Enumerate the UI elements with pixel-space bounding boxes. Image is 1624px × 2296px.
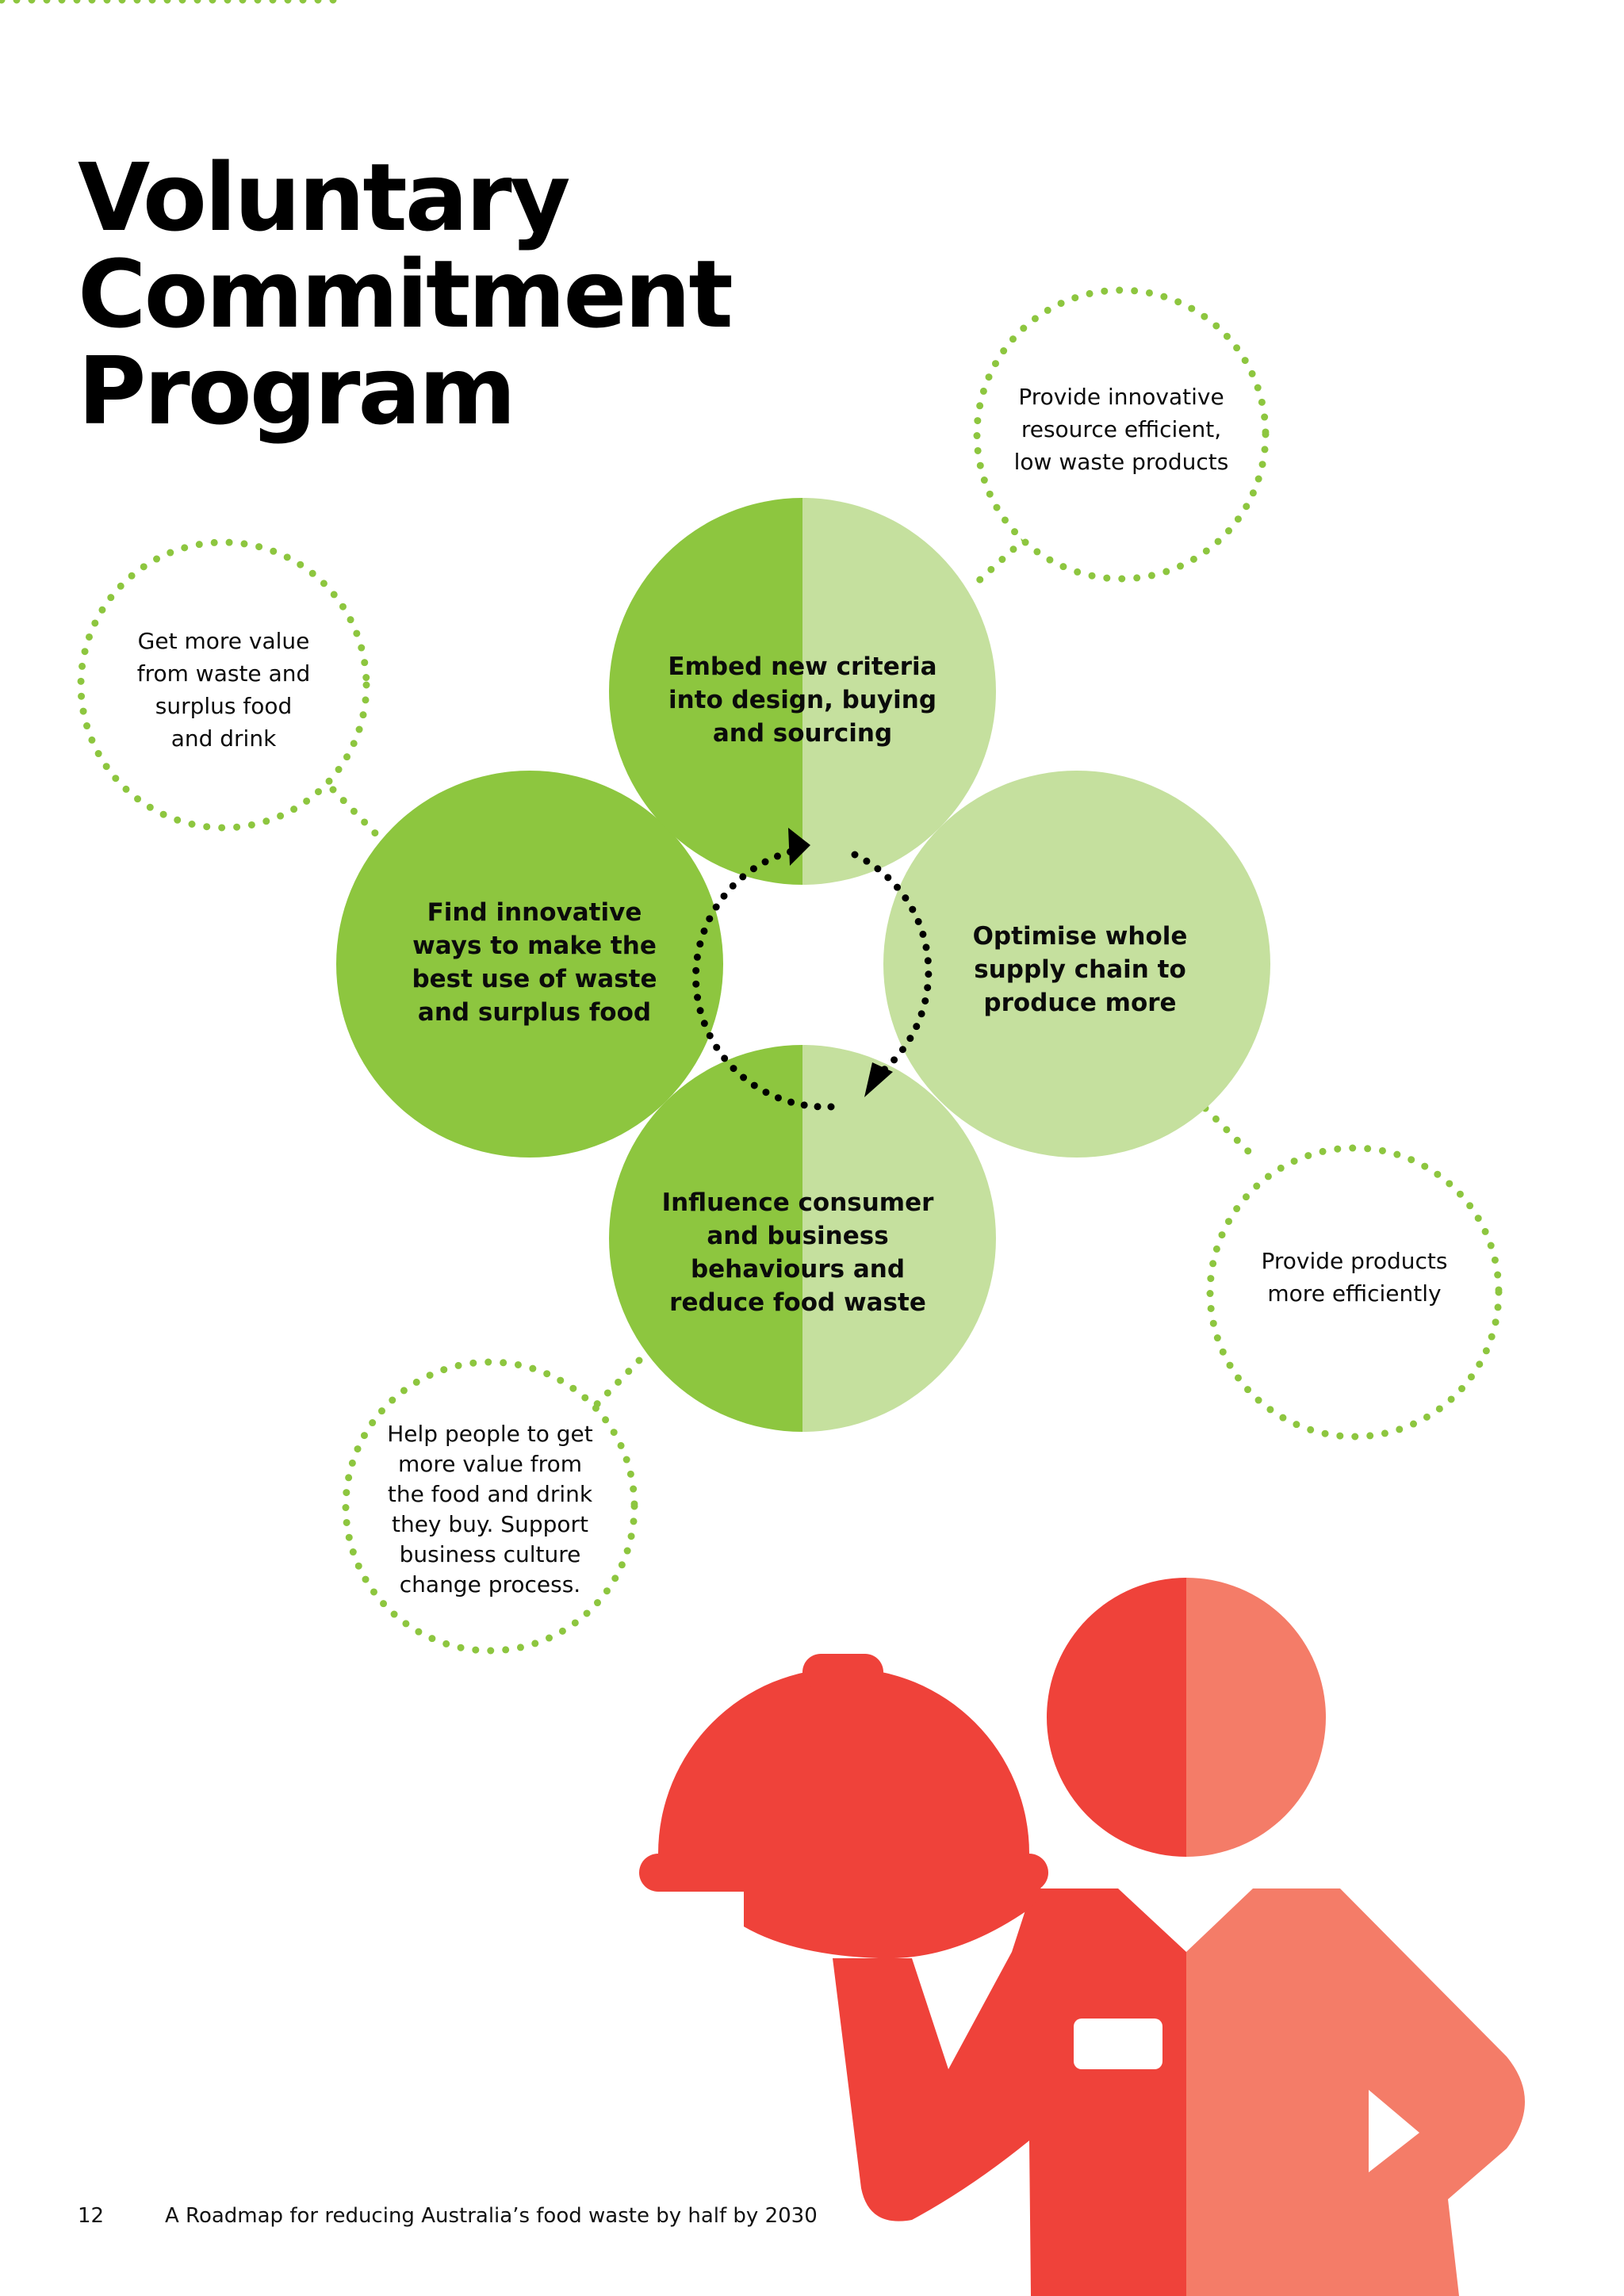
name-badge <box>1074 2019 1162 2069</box>
page-number: 12 <box>78 2204 105 2228</box>
page-title: Voluntary Commitment Program <box>78 149 791 439</box>
bubble-line: and drink <box>170 725 277 752</box>
label-line: supply chain to <box>974 955 1186 984</box>
bubble-bottom-left <box>342 1358 638 1655</box>
bubble-right <box>1206 1144 1503 1441</box>
connector-left <box>329 786 385 843</box>
label-line: Optimise whole <box>972 922 1188 951</box>
bubble-line: Provide products <box>1261 1248 1448 1274</box>
bubble-right-label: Provide products more efficiently <box>1228 1245 1481 1310</box>
label-line: produce more <box>983 989 1177 1017</box>
waiter-head <box>1047 1578 1326 1857</box>
title-line-1: Voluntary <box>78 143 571 252</box>
label-line: into design, buying <box>668 686 937 714</box>
connector-bottom-left <box>589 1357 643 1412</box>
bubble-line: more value from <box>398 1451 582 1477</box>
label-line: Find innovative <box>427 898 642 927</box>
circle-left <box>336 771 723 1158</box>
connector-right <box>1201 1104 1260 1163</box>
bubble-bottom-left-label: Help people to get more value from the f… <box>355 1419 625 1600</box>
cycle-arrow-right <box>851 851 933 1074</box>
connector-lines <box>0 0 1260 1412</box>
waiter-illustration <box>639 1578 1525 2296</box>
label-line: ways to make the <box>412 932 657 960</box>
waiter-body-right <box>1186 1888 1525 2296</box>
bubble-line: from waste and <box>136 660 311 687</box>
bubble-line: more efficiently <box>1267 1280 1442 1307</box>
label-line: and sourcing <box>712 719 893 748</box>
title-line-2: Commitment <box>78 239 733 349</box>
label-line: and surplus food <box>417 998 652 1027</box>
bubble-line: low waste products <box>1013 449 1229 475</box>
bubble-top-right-label: Provide innovative resource efficient, l… <box>994 381 1248 478</box>
circle-left-label: Find innovative ways to make the best us… <box>384 896 685 1029</box>
cloche-icon <box>639 1654 1048 1959</box>
bubble-line: the food and drink <box>387 1481 593 1507</box>
label-line: behaviours and <box>690 1255 906 1284</box>
bubble-line: resource efficient, <box>1021 416 1222 442</box>
bubbles <box>77 286 1503 1655</box>
label-line: best use of waste <box>412 965 657 993</box>
circle-right <box>883 771 1270 1158</box>
bubble-top-right <box>973 286 1270 583</box>
label-line: Influence consumer <box>661 1188 934 1217</box>
bubble-line: Help people to get <box>387 1421 593 1447</box>
cycle-arrows <box>691 828 933 1111</box>
label-line: reduce food waste <box>669 1288 926 1317</box>
bubble-top-left-label: Get more value from waste and surplus fo… <box>97 625 350 755</box>
connector-top-right <box>968 535 1028 591</box>
cycle-arrow-left <box>691 848 835 1111</box>
footer-text: A Roadmap for reducing Australia’s food … <box>165 2204 818 2228</box>
bubble-line: surplus food <box>155 693 293 719</box>
label-line: and business <box>707 1222 889 1250</box>
main-circles <box>336 498 1270 1432</box>
bubble-line: Provide innovative <box>1018 384 1224 410</box>
bubble-line: change process. <box>399 1571 581 1598</box>
arrowhead-top-icon <box>788 828 810 866</box>
waiter-body-left <box>833 1888 1186 2296</box>
bubble-line: they buy. Support <box>391 1511 588 1537</box>
circle-top-label: Embed new criteria into design, buying a… <box>652 650 953 750</box>
bubble-line: Get more value <box>137 628 310 654</box>
bubble-line: business culture <box>399 1541 581 1567</box>
circle-right-label: Optimise whole supply chain to produce m… <box>929 920 1231 1020</box>
title-line-3: Program <box>78 336 516 446</box>
arrowhead-bottom-icon <box>864 1062 893 1097</box>
circle-bottom-label: Influence consumer and business behaviou… <box>647 1186 948 1319</box>
label-line: Embed new criteria <box>668 652 937 681</box>
bubble-top-left <box>77 538 370 832</box>
